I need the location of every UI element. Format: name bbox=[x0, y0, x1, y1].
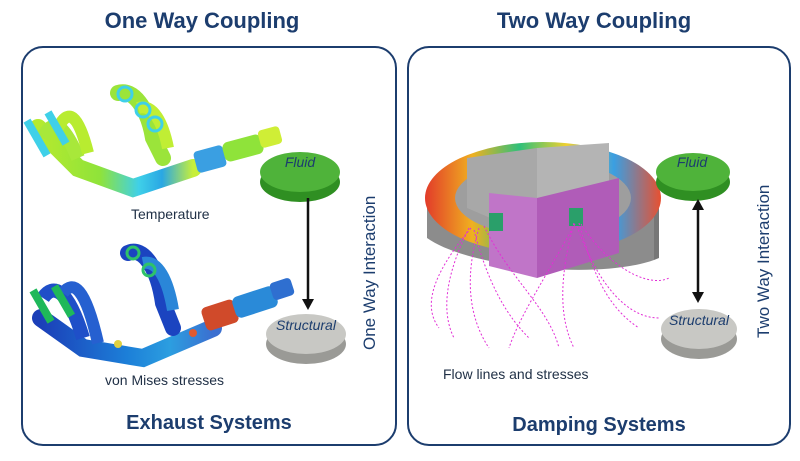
stress-caption: von Mises stresses bbox=[105, 372, 225, 388]
temperature-manifold-image bbox=[23, 84, 283, 198]
one-way-interaction-label: One Way Interaction bbox=[360, 195, 379, 350]
left-footer-title: Exhaust Systems bbox=[126, 412, 292, 434]
right-structural-label: Structural bbox=[669, 312, 729, 328]
left-fluid-disk bbox=[260, 152, 340, 202]
one-way-arrow bbox=[302, 198, 314, 310]
two-way-interaction-label: Two Way Interaction bbox=[754, 184, 773, 338]
left-structural-disk bbox=[266, 314, 346, 364]
temperature-caption: Temperature bbox=[131, 206, 210, 222]
stress-manifold-image bbox=[29, 243, 295, 368]
one-way-illustration bbox=[23, 84, 346, 368]
right-structural-disk bbox=[661, 309, 737, 359]
two-way-illustration bbox=[425, 142, 737, 359]
right-footer-title: Damping Systems bbox=[512, 414, 686, 436]
left-structural-label: Structural bbox=[276, 317, 336, 333]
left-heading: One Way Coupling bbox=[104, 8, 300, 33]
one-way-panel: Temperature von Mises stresses Fluid Str… bbox=[21, 46, 397, 446]
flow-caption: Flow lines and stresses bbox=[443, 366, 589, 382]
right-fluid-disk bbox=[656, 153, 730, 201]
right-fluid-label: Fluid bbox=[676, 154, 708, 170]
flow-lines bbox=[430, 222, 670, 349]
right-heading: Two Way Coupling bbox=[496, 8, 692, 33]
damper-image bbox=[425, 142, 661, 278]
two-way-arrow bbox=[692, 199, 704, 303]
two-way-panel: Flow lines and stresses Fluid Structural… bbox=[407, 46, 791, 446]
left-fluid-label: Fluid bbox=[284, 154, 316, 170]
